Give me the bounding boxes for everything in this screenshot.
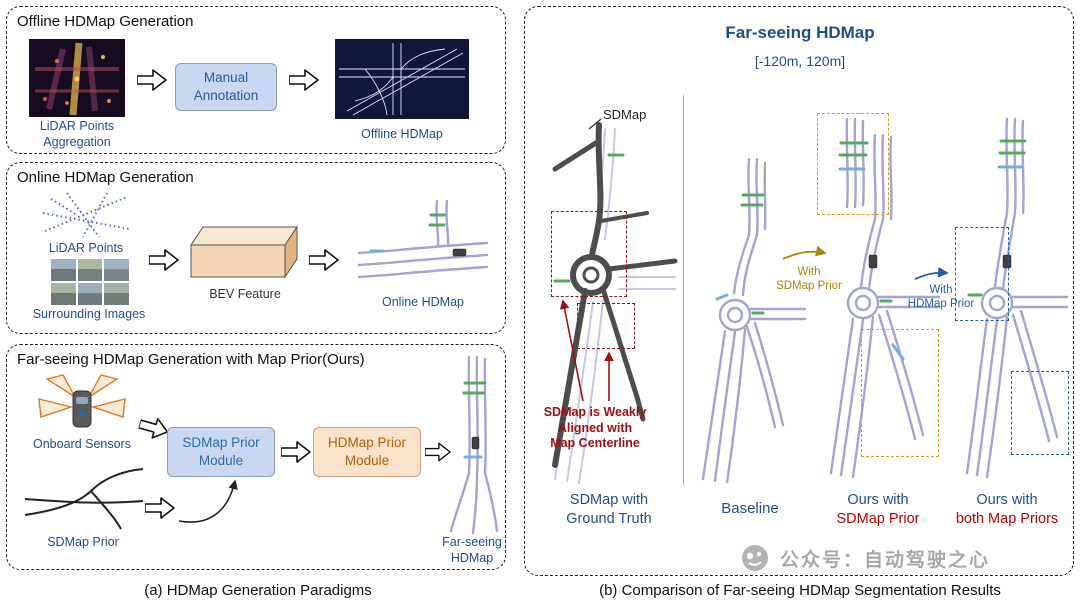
arrow-right-icon [289, 69, 319, 91]
col3-label: Ours with SDMap Prior [815, 491, 941, 529]
online-hdmap-image [357, 199, 489, 279]
sdmap-prior-label: SDMap Prior [47, 535, 119, 549]
comparison-title: Far-seeing HDMap [725, 23, 875, 42]
blue-highlight-box-1 [955, 227, 1009, 321]
col1-label: SDMap with Ground Truth [566, 492, 652, 527]
arrow-right-icon [281, 441, 311, 463]
blue-highlight-box-2 [1011, 371, 1069, 455]
camera-image-tile [104, 283, 129, 305]
baseline-map [701, 157, 807, 483]
watermark-logo [741, 545, 768, 571]
offline-hdmap-image [335, 39, 469, 119]
offline-title: Offline HDMap Generation [17, 13, 194, 30]
online-title: Online HDMap Generation [17, 169, 194, 186]
lidar-aggregation-image [29, 39, 125, 117]
lidar-points-label: LiDAR Points [48, 241, 124, 255]
camera-image-tile [77, 283, 103, 305]
watermark-text: 公众号：自动驾驶之心 [779, 549, 990, 571]
range-label: [-120m, 120m] [754, 53, 846, 69]
comparison-box: Far-seeing HDMap [-120m, 120m] [524, 6, 1074, 576]
ours-both-priors-map [965, 117, 1069, 479]
farseeing-title: Far-seeing HDMap Generation with Map Pri… [17, 351, 365, 368]
sdmap-prior-module: SDMap Prior Module [167, 427, 275, 477]
sdmap-prior-image [24, 468, 144, 530]
watermark: 公众号：自动驾驶之心 [665, 541, 1065, 575]
sdmap-pointer-label: SDMap [603, 107, 647, 122]
col4-label-top: Ours with [976, 492, 1038, 508]
arrow-right-icon [149, 249, 179, 271]
col2-label: Baseline [721, 500, 779, 517]
caption-a: (a) HDMap Generation Paradigms [144, 582, 372, 599]
arrow-right-icon [425, 442, 451, 462]
bev-feature-label: BEV Feature [209, 287, 281, 301]
col3-label-bottom: SDMap Prior [836, 510, 920, 527]
red-highlight-box-1 [551, 211, 627, 297]
farseeing-hdmap-image [449, 355, 499, 535]
with-sdmap-prior-annotation: With SDMap Prior [776, 266, 842, 293]
misalignment-note: SDMap is Weakly Aligned with Map Centerl… [543, 405, 647, 451]
hdmap-prior-module: HDMap Prior Module [313, 427, 421, 477]
ours-sdmap-prior-map [829, 117, 941, 479]
lidar-points-image [42, 192, 130, 238]
with-hdmap-prior-annotation: With HDMap Prior [907, 284, 975, 311]
orange-highlight-box-2 [861, 329, 939, 457]
arrow-right-icon [309, 249, 339, 271]
camera-image-tile [77, 259, 103, 281]
arrow-right-icon [137, 417, 169, 439]
camera-image-tile [104, 259, 129, 281]
caption-b: (b) Comparison of Far-seeing HDMap Segme… [599, 582, 1001, 599]
farseeing-hdmap-label: Far-seeing HDMap [442, 535, 502, 565]
online-hdmap-label: Online HDMap [382, 295, 464, 309]
column-divider [683, 95, 684, 485]
camera-image-tile [51, 259, 76, 281]
onboard-sensors-image [38, 374, 126, 428]
camera-image-tile [51, 283, 76, 305]
bev-feature-image [190, 225, 298, 279]
farseeing-generation-box: Far-seeing HDMap Generation with Map Pri… [6, 344, 506, 570]
online-generation-box: Online HDMap Generation LiDAR Points Sur… [6, 162, 506, 334]
surrounding-images-grid [51, 259, 129, 305]
col4-label-bottom: both Map Priors [955, 510, 1059, 527]
orange-highlight-box-1 [817, 113, 889, 215]
manual-annotation-module: Manual Annotation [175, 63, 277, 111]
arrow-right-icon [145, 497, 175, 519]
col4-label: Ours with both Map Priors [941, 491, 1073, 529]
red-highlight-box-2 [577, 303, 635, 349]
offline-generation-box: Offline HDMap Generation LiDAR Points Ag… [6, 6, 506, 154]
offline-hdmap-label: Offline HDMap [361, 127, 443, 141]
lidar-aggregation-label: LiDAR Points Aggregation [39, 119, 115, 149]
onboard-sensors-label: Onboard Sensors [33, 437, 131, 451]
col3-label-top: Ours with [847, 492, 909, 508]
arrow-right-icon [137, 69, 167, 91]
surrounding-images-label: Surrounding Images [32, 307, 146, 321]
